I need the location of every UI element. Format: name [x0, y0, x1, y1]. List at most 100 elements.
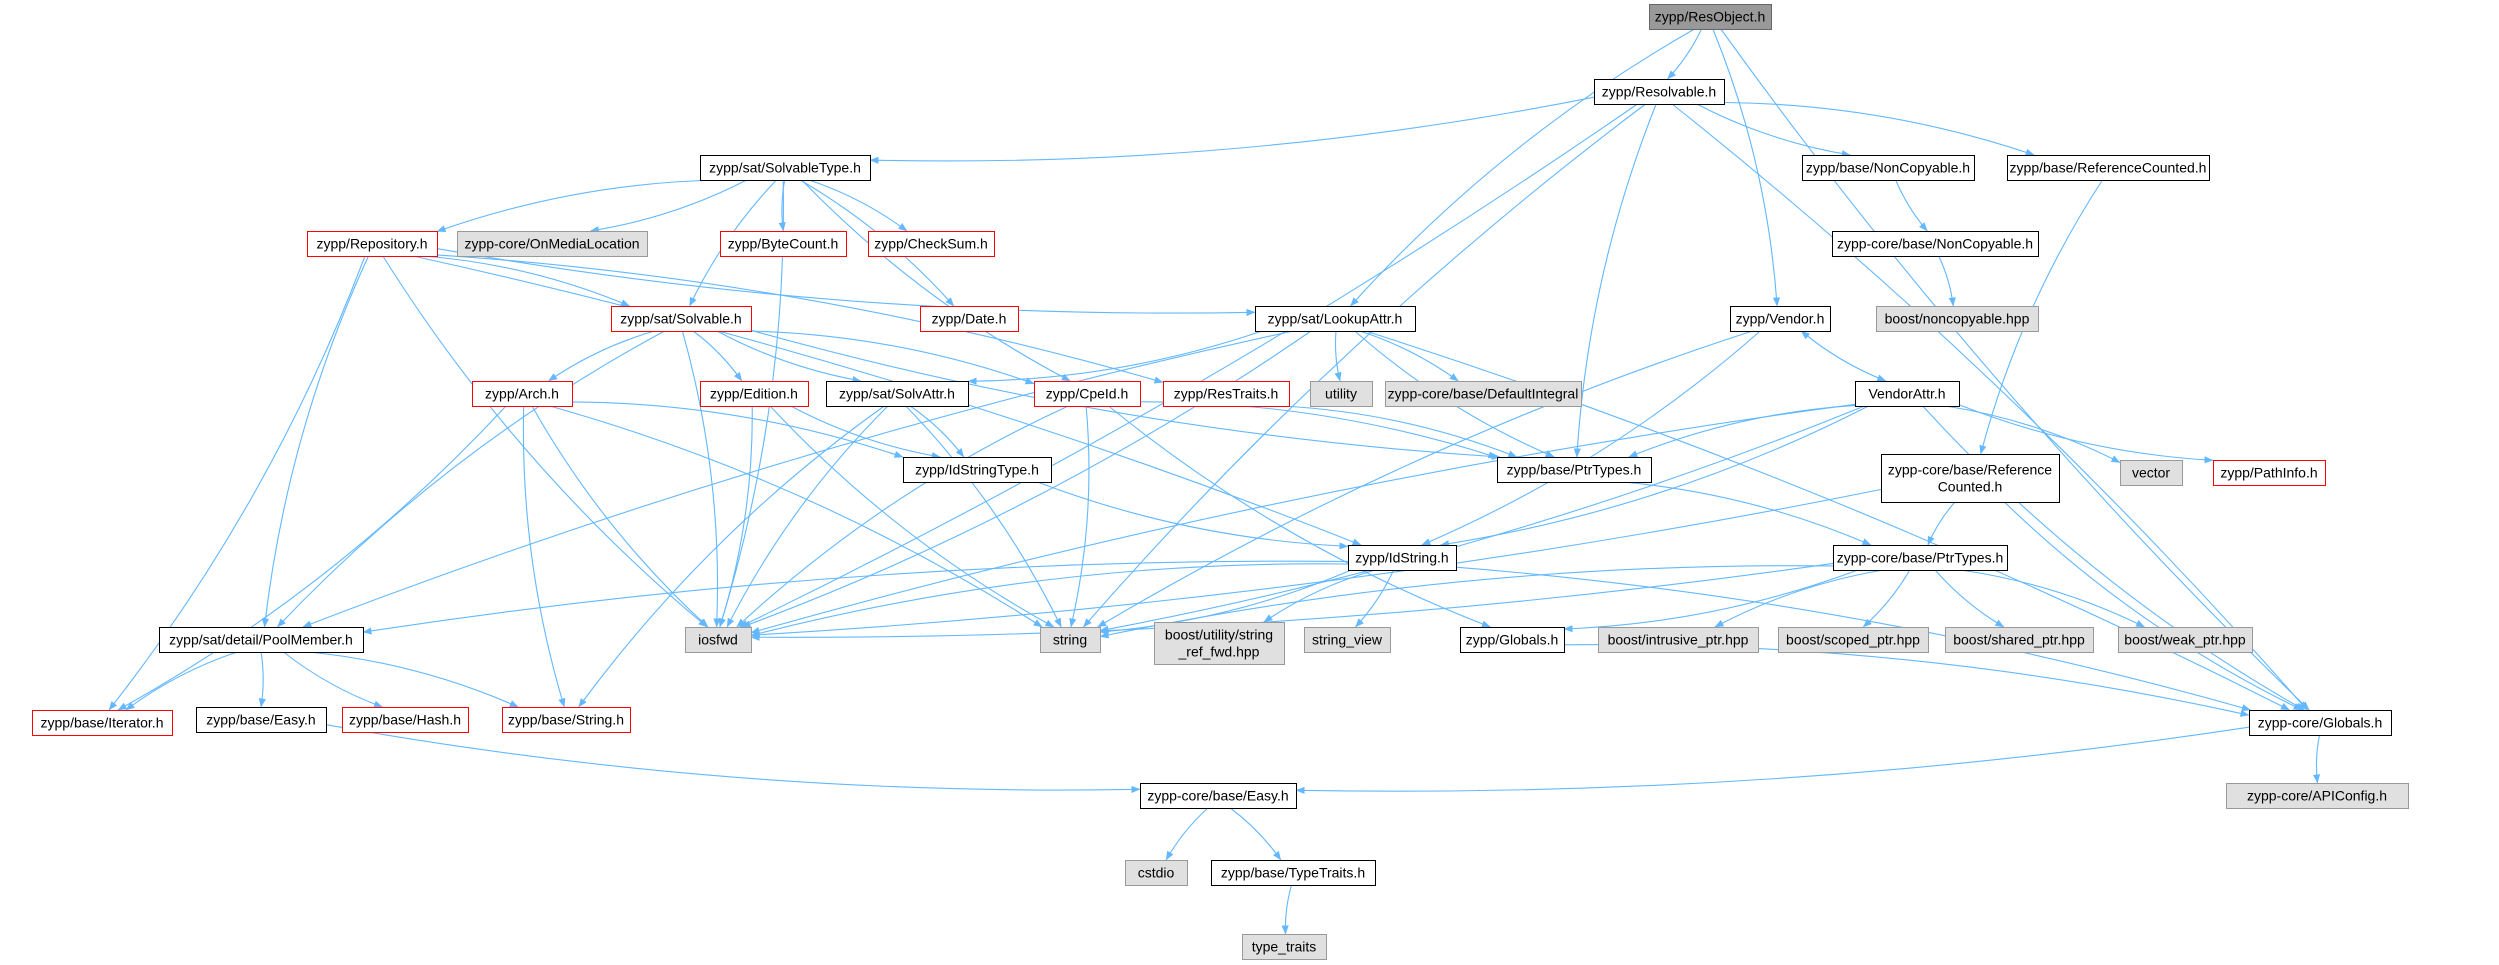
node-bytecount[interactable]: zypp/ByteCount.h: [720, 231, 847, 257]
node-label: zypp/ByteCount.h: [728, 236, 839, 252]
node-label: type_traits: [1252, 939, 1317, 955]
node-lookupattr[interactable]: zypp/sat/LookupAttr.h: [1255, 306, 1416, 332]
edge-idstring-to-iosfwd: [750, 563, 1349, 637]
edge-noncopyable-to-core_noncopyable: [1895, 179, 1928, 232]
node-box: [502, 707, 631, 733]
node-box: [1242, 934, 1327, 960]
edge-idstring-to-boost_string_ref: [1263, 569, 1376, 623]
edge-resolvable-to-noncopyable: [1696, 103, 1851, 158]
node-base_ptrtypes[interactable]: zypp/base/PtrTypes.h: [1497, 457, 1652, 483]
edge-vendorattr-to-iosfwd: [750, 403, 1856, 634]
node-label: zypp/base/TypeTraits.h: [1221, 865, 1365, 881]
edge-resolvable-to-core_globals: [1671, 103, 2308, 711]
edge-base_easy-to-core_easy: [325, 724, 1141, 794]
node-label: zypp-core/base/DefaultIntegral: [1388, 386, 1579, 402]
node-core_globals[interactable]: zypp-core/Globals.h: [2249, 710, 2392, 736]
node-label: zypp-core/base/Reference: [1888, 462, 2052, 478]
node-label: zypp/Resolvable.h: [1602, 84, 1716, 100]
node-label: zypp/base/Hash.h: [349, 712, 461, 728]
node-vendorattr[interactable]: VendorAttr.h: [1855, 381, 1960, 407]
node-iosfwd: iosfwd: [685, 627, 752, 653]
node-box: [868, 231, 995, 257]
node-resolvable[interactable]: zypp/Resolvable.h: [1594, 79, 1725, 105]
node-typetraits_h[interactable]: zypp/base/TypeTraits.h: [1211, 860, 1376, 886]
node-label: zypp/base/Iterator.h: [41, 715, 164, 731]
edge-lookupattr-to-poolmember: [302, 330, 1294, 628]
node-label: zypp/CheckSum.h: [874, 236, 988, 252]
node-box: [1154, 622, 1285, 665]
node-repository[interactable]: zypp/Repository.h: [307, 231, 438, 257]
edge-vendorattr-to-vector: [1945, 405, 2121, 463]
edge-restraits-to-base_ptrtypes: [1283, 405, 1518, 458]
node-box: [2120, 460, 2183, 486]
node-core_noncopyable[interactable]: zypp-core/base/NonCopyable.h: [1832, 231, 2039, 257]
node-idstringtype[interactable]: zypp/IdStringType.h: [903, 457, 1052, 483]
node-base_easy[interactable]: zypp/base/Easy.h: [196, 707, 327, 733]
node-date[interactable]: zypp/Date.h: [920, 306, 1019, 332]
edge-solvable-to-solvattr: [716, 330, 862, 384]
edge-resolvable-to-solvabletype: [869, 96, 1595, 164]
edge-arch-to-idstringtype: [571, 401, 904, 458]
node-vendor[interactable]: zypp/Vendor.h: [1730, 306, 1831, 332]
node-resobject[interactable]: zypp/ResObject.h: [1649, 4, 1772, 30]
node-string: string: [1040, 627, 1101, 653]
node-box: [1304, 627, 1391, 653]
edge-solvable-to-base_ptrtypes: [750, 329, 1501, 461]
node-box: [1140, 783, 1297, 809]
node-iterator[interactable]: zypp/base/Iterator.h: [32, 710, 173, 736]
node-core_ptrtypes[interactable]: zypp-core/base/PtrTypes.h: [1833, 545, 2008, 571]
edge-cpeid-to-iosfwd: [736, 405, 1069, 628]
edge-solvable-to-poolmember: [277, 330, 665, 628]
node-hash[interactable]: zypp/base/Hash.h: [342, 707, 469, 733]
node-label: zypp/Arch.h: [485, 386, 559, 402]
node-label: boost/noncopyable.hpp: [1885, 311, 2030, 327]
node-core_easy[interactable]: zypp-core/base/Easy.h: [1140, 783, 1297, 809]
edge-globals-to-core_globals: [1563, 644, 2250, 717]
node-core_refcounted[interactable]: zypp-core/base/ReferenceCounted.h: [1881, 454, 2060, 503]
node-poolmember[interactable]: zypp/sat/detail/PoolMember.h: [159, 627, 364, 653]
node-box: [2213, 460, 2326, 486]
node-refcounted[interactable]: zypp/base/ReferenceCounted.h: [2007, 155, 2210, 181]
node-box: [700, 381, 809, 407]
node-arch[interactable]: zypp/Arch.h: [472, 381, 573, 407]
edge-vendorattr-to-pathinfo: [1958, 404, 2214, 464]
node-noncopyable[interactable]: zypp/base/NonCopyable.h: [1802, 155, 1975, 181]
node-solvable[interactable]: zypp/sat/Solvable.h: [611, 306, 752, 332]
node-edition[interactable]: zypp/Edition.h: [700, 381, 809, 407]
node-label: zypp-core/base/Easy.h: [1147, 788, 1288, 804]
node-box: [1497, 457, 1652, 483]
edge-resobject-to-vendor: [1712, 28, 1781, 307]
node-label: zypp/base/NonCopyable.h: [1806, 160, 1970, 176]
edge-vendor-to-string: [1097, 330, 1753, 628]
edge-arch-to-iosfwd: [531, 405, 709, 628]
node-base_string[interactable]: zypp/base/String.h: [502, 707, 631, 733]
node-box: [472, 381, 573, 407]
edge-arch-to-iterator: [117, 405, 507, 711]
node-solvabletype[interactable]: zypp/sat/SolvableType.h: [700, 155, 871, 181]
node-restraits[interactable]: zypp/ResTraits.h: [1163, 381, 1290, 407]
node-pathinfo[interactable]: zypp/PathInfo.h: [2213, 460, 2326, 486]
node-globals[interactable]: zypp/Globals.h: [1460, 627, 1565, 653]
node-label: Counted.h: [1938, 479, 2003, 495]
edge-poolmember-to-base_easy: [258, 651, 266, 708]
edge-core_noncopyable-to-boost_noncopyable: [1938, 255, 1956, 307]
node-label: cstdio: [1138, 865, 1175, 881]
edge-solvable-to-arch: [548, 330, 655, 382]
edge-core_globals-to-core_easy: [1295, 726, 2250, 795]
node-idstring[interactable]: zypp/IdString.h: [1348, 545, 1457, 571]
node-label: boost/scoped_ptr.hpp: [1786, 632, 1920, 648]
edge-solvattr-to-iosfwd: [726, 405, 889, 628]
node-solvattr[interactable]: zypp/sat/SolvAttr.h: [826, 381, 969, 407]
node-box: [457, 231, 648, 257]
node-label: zypp/Date.h: [932, 311, 1007, 327]
node-box: [1598, 627, 1759, 653]
edge-core_refcounted-to-core_ptrtypes: [1927, 501, 1956, 546]
edge-lookupattr-to-defaultintegral: [1359, 330, 1459, 382]
node-cpeid[interactable]: zypp/CpeId.h: [1034, 381, 1141, 407]
node-label: zypp/sat/SolvAttr.h: [839, 386, 955, 402]
node-vector: vector: [2120, 460, 2183, 486]
node-box: [342, 707, 469, 733]
edge-core_ptrtypes-to-weak_ptr: [1960, 569, 2146, 628]
node-checksum[interactable]: zypp/CheckSum.h: [868, 231, 995, 257]
edge-core_easy-to-typetraits_h: [1229, 807, 1282, 861]
